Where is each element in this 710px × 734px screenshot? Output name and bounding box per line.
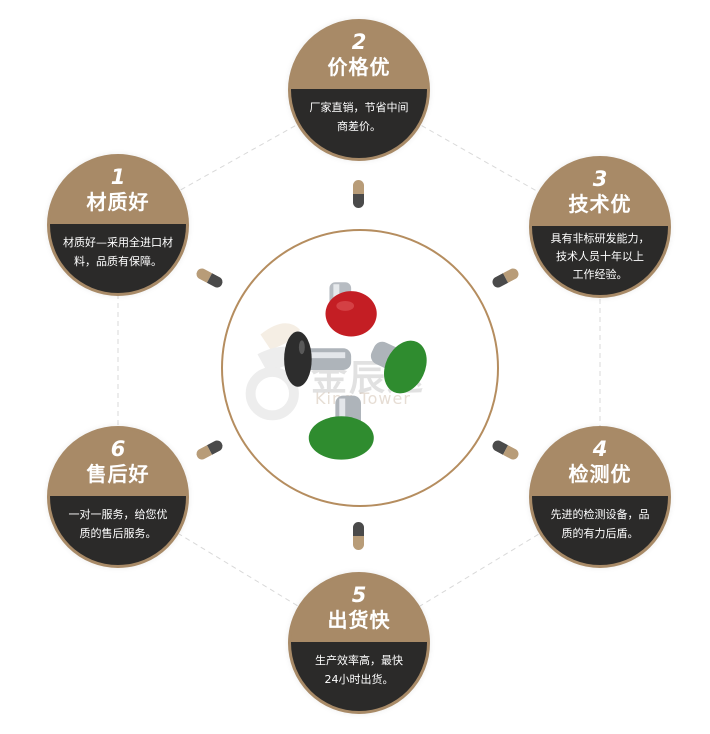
feature-number: 1 xyxy=(110,165,126,189)
feature-description: 生产效率高，最快 24小时出货。 xyxy=(291,642,427,711)
feature-badge-2: 2 价格优 厂家直销，节省中间 商差价。 xyxy=(288,19,430,161)
feature-description: 材质好—采用全进口材 料，品质有保障。 xyxy=(50,224,186,293)
feature-description: 厂家直销，节省中间 商差价。 xyxy=(291,89,427,158)
feature-badge-5: 5 出货快 生产效率高，最快 24小时出货。 xyxy=(288,572,430,714)
feature-number: 2 xyxy=(351,30,367,54)
feature-title: 检测优 xyxy=(568,462,632,486)
feature-title: 售后好 xyxy=(86,462,150,486)
feature-title: 材质好 xyxy=(86,190,150,214)
feature-description: 具有非标研发能力， 技术人员十年以上 工作经验。 xyxy=(532,226,668,295)
rivets-photo xyxy=(245,282,427,460)
feature-number: 4 xyxy=(592,437,608,461)
feature-number: 6 xyxy=(110,437,126,461)
feature-badge-3: 3 技术优 具有非标研发能力， 技术人员十年以上 工作经验。 xyxy=(529,156,671,298)
feature-title: 技术优 xyxy=(568,192,632,216)
feature-number: 5 xyxy=(351,583,367,607)
connector-pill-top xyxy=(353,180,364,208)
feature-badge-4: 4 检测优 先进的检测设备，品 质的有力后盾。 xyxy=(529,426,671,568)
connector-pill-bottom xyxy=(353,522,364,550)
feature-title: 出货快 xyxy=(327,608,391,632)
feature-number: 3 xyxy=(592,167,608,191)
feature-badge-6: 6 售后好 一对一服务，给您优 质的售后服务。 xyxy=(47,426,189,568)
feature-description: 先进的检测设备，品 质的有力后盾。 xyxy=(532,496,668,565)
feature-badge-1: 1 材质好 材质好—采用全进口材 料，品质有保障。 xyxy=(47,154,189,296)
feature-title: 价格优 xyxy=(327,55,391,79)
product-image-ring: 金辰达 King-Tower xyxy=(221,229,499,507)
feature-description: 一对一服务，给您优 质的售后服务。 xyxy=(50,496,186,565)
